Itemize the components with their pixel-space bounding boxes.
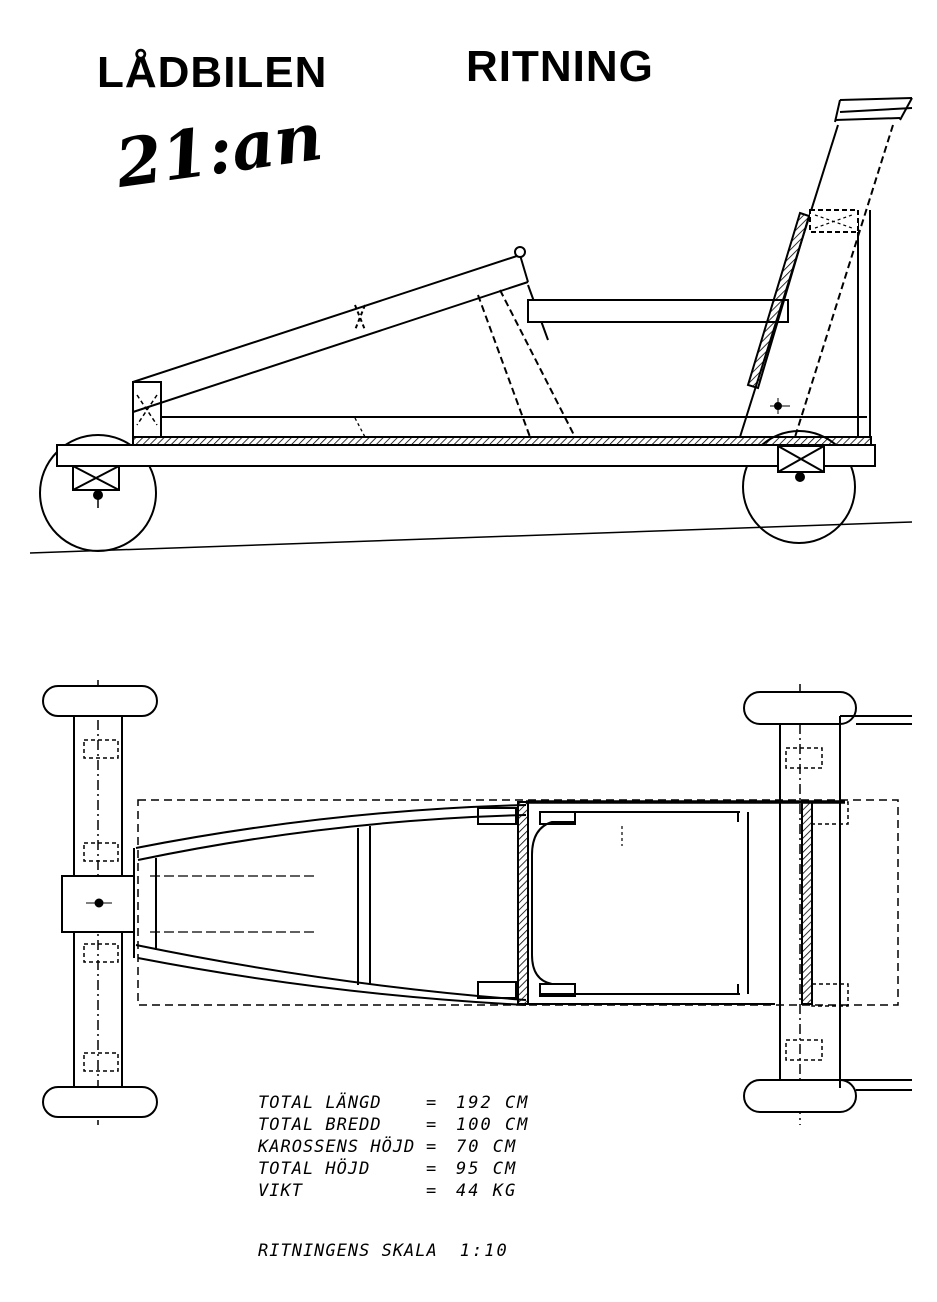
spec-row: VIKT = 44 KG (258, 1180, 576, 1202)
front-wheel (742, 430, 856, 544)
spec-label: TOTAL HÖJD (258, 1159, 371, 1179)
rear-center-block (61, 875, 135, 933)
title-ritning: RITNING (466, 42, 654, 91)
front-frame (739, 97, 913, 438)
seat-top (531, 821, 575, 985)
front-wheel-bottom (743, 1079, 857, 1113)
spec-eq: = (426, 1137, 437, 1157)
spec-eq: = (426, 1115, 437, 1135)
rear-axle-block (72, 465, 120, 508)
rear-wheel-top (42, 685, 158, 717)
front-axle-block (777, 445, 825, 482)
cross-board-front (801, 801, 813, 1005)
spec-row: KAROSSENS HÖJD = 70 CM (258, 1136, 576, 1158)
spec-value: 44 KG (456, 1181, 518, 1201)
chassis-beam (56, 444, 876, 467)
side-view (29, 97, 913, 554)
drawing-scale: RITNINGENS SKALA 1:10 (258, 1241, 509, 1261)
backrest-board (746, 211, 811, 390)
spec-label: TOTAL LÄNGD (258, 1093, 382, 1113)
sloping-panel (132, 246, 529, 413)
title-ladbilen: LÅDBILEN (97, 48, 328, 97)
body-taper-lower (135, 944, 527, 1001)
spec-value: 95 CM (456, 1159, 518, 1179)
spec-row: TOTAL HÖJD = 95 CM (258, 1158, 576, 1180)
rear-wheel-bottom (42, 1086, 158, 1118)
body-taper-upper (135, 804, 527, 849)
front-wheel-top (743, 691, 857, 725)
seat (527, 299, 789, 323)
ground-line (29, 521, 913, 554)
spec-label: VIKT (258, 1181, 303, 1201)
scale-label: RITNINGENS SKALA (258, 1241, 438, 1261)
rear-wheel (39, 434, 157, 552)
floor-board (132, 436, 872, 446)
spec-eq: = (426, 1181, 437, 1201)
top-view (42, 680, 912, 1125)
spec-value: 192 CM (456, 1093, 530, 1113)
spec-eq: = (426, 1159, 437, 1179)
spec-value: 100 CM (456, 1115, 530, 1135)
spec-label: TOTAL BREDD (258, 1115, 382, 1135)
cross-board-rear (517, 801, 529, 1005)
spec-value: 70 CM (456, 1137, 518, 1157)
spec-row: TOTAL LÄNGD = 192 CM (258, 1092, 576, 1114)
spec-row: TOTAL BREDD = 100 CM (258, 1114, 576, 1136)
spec-label: KAROSSENS HÖJD (258, 1137, 416, 1157)
spec-eq: = (426, 1093, 437, 1113)
spec-table: TOTAL LÄNGD = 192 CM TOTAL BREDD = 100 C… (258, 1092, 576, 1202)
scale-value: 1:10 (459, 1241, 509, 1261)
